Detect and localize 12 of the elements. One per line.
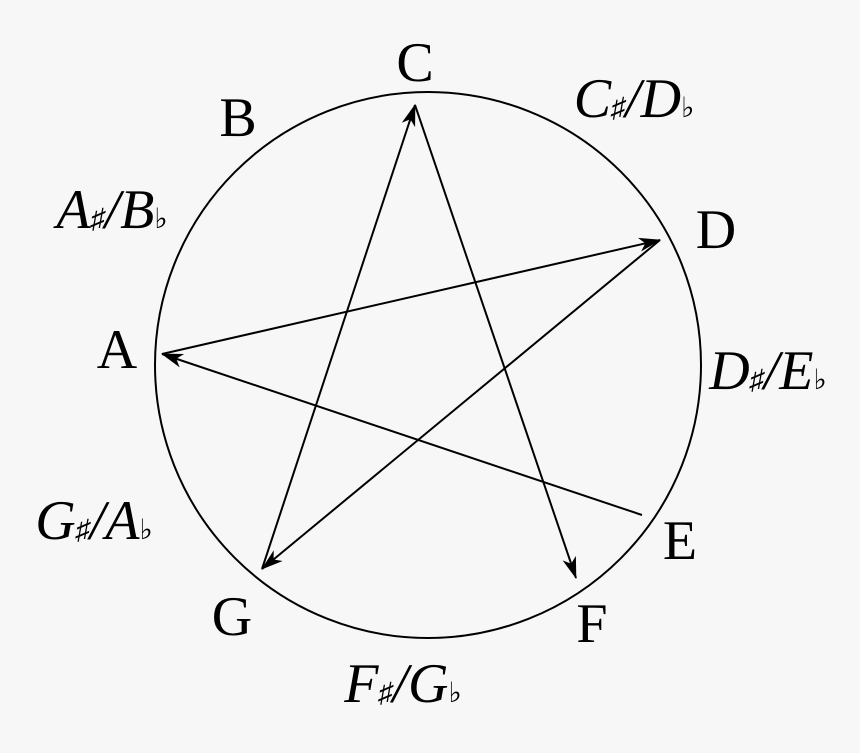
arrow	[261, 239, 661, 570]
note-name: D	[696, 202, 736, 258]
note-name: C	[396, 35, 434, 91]
arrow	[162, 238, 661, 355]
note-name: E	[662, 513, 698, 569]
arrow	[261, 104, 416, 570]
note-name: F	[576, 596, 608, 652]
arrow	[414, 104, 577, 579]
note-name: A	[96, 322, 138, 378]
note-name: G	[212, 589, 252, 645]
note-name: B	[219, 90, 257, 146]
arrow	[161, 353, 642, 516]
